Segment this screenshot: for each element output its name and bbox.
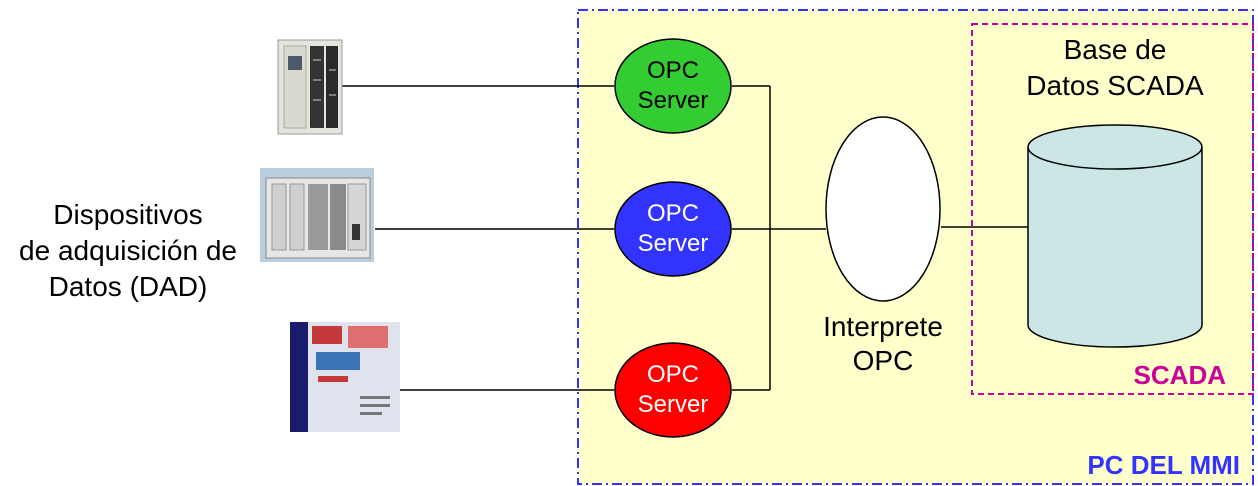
database-cylinder	[1027, 124, 1203, 348]
opc-server-1-line1: OPC	[647, 57, 699, 84]
opc-server-2-line2: Server	[638, 230, 709, 257]
telesafe-rtu-icon	[290, 322, 400, 432]
plc-rack-icon	[260, 168, 374, 262]
scada-label: SCADA	[1134, 360, 1227, 390]
plc-modular-icon	[277, 39, 343, 135]
opc-server-2-line1: OPC	[647, 200, 699, 227]
scada-region	[971, 23, 1254, 395]
opc-server-3: OPC Server	[614, 342, 732, 438]
database-line1: Base de	[1064, 34, 1167, 65]
dad-label-line3: Datos (DAD)	[49, 271, 208, 302]
database-line2: Datos SCADA	[1026, 70, 1204, 101]
interpreter-line2: OPC	[853, 345, 914, 376]
connectors	[340, 85, 1028, 391]
interpreter-ellipse	[825, 116, 941, 302]
dad-label-line1: Dispositivos	[53, 199, 202, 230]
pc-mmi-label: PC DEL MMI	[1087, 450, 1240, 480]
interpreter-line1: Interprete	[823, 311, 943, 342]
opc-server-3-line2: Server	[638, 391, 709, 418]
opc-server-3-line1: OPC	[647, 361, 699, 388]
dad-label-line2: de adquisición de	[19, 235, 237, 266]
opc-server-1-line2: Server	[638, 87, 709, 114]
opc-server-1: OPC Server	[614, 38, 732, 134]
opc-server-2: OPC Server	[614, 181, 732, 277]
